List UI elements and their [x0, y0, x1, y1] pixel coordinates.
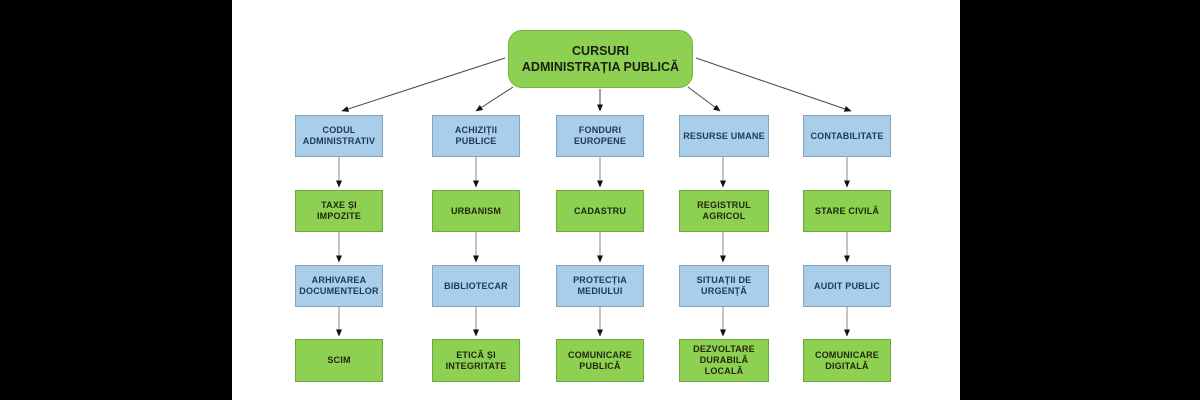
node-situatii-de-urgenta: SITUAȚII DE URGENȚĂ — [679, 265, 769, 307]
node-urbanism: URBANISM — [432, 190, 520, 232]
edge-root-col4 — [687, 86, 721, 112]
node-comunicare-digitala: COMUNICARE DIGITALĂ — [803, 339, 891, 382]
node-comunicare-publica: COMUNICARE PUBLICĂ — [556, 339, 644, 382]
edge-root-col1 — [341, 57, 506, 112]
node-contabilitate: CONTABILITATE — [803, 115, 891, 157]
node-cursuri-administratia-publica: CURSURI ADMINISTRAȚIA PUBLICĂ — [508, 30, 693, 88]
node-stare-civila: STARE CIVILĂ — [803, 190, 891, 232]
node-codul-administrativ: CODUL ADMINISTRATIV — [295, 115, 383, 157]
node-registrul-agricol: REGISTRUL AGRICOL — [679, 190, 769, 232]
root-title-line1: CURSURI — [572, 44, 629, 58]
node-protectia-mediului: PROTECȚIA MEDIULUI — [556, 265, 644, 307]
node-resurse-umane: RESURSE UMANE — [679, 115, 769, 157]
node-bibliotecar: BIBLIOTECAR — [432, 265, 520, 307]
connector-arrows — [336, 57, 852, 337]
node-achizitii-publice: ACHIZIȚII PUBLICE — [432, 115, 520, 157]
diagram-canvas: CURSURI ADMINISTRAȚIA PUBLICĂ CODUL ADMI… — [232, 0, 960, 400]
node-scim: SCIM — [295, 339, 383, 382]
node-cadastru: CADASTRU — [556, 190, 644, 232]
node-arhivarea-documentelor: ARHIVAREA DOCUMENTELOR — [295, 265, 383, 307]
node-dezvoltare-durabila-locala: DEZVOLTARE DURABILĂ LOCALĂ — [679, 339, 769, 382]
edge-root-col5 — [695, 57, 852, 112]
node-audit-public: AUDIT PUBLIC — [803, 265, 891, 307]
root-title-line2: ADMINISTRAȚIA PUBLICĂ — [521, 60, 680, 74]
node-etica-si-integritate: ETICĂ ȘI INTEGRITATE — [432, 339, 520, 382]
edge-root-col2 — [475, 86, 514, 112]
node-fonduri-europene: FONDURI EUROPENE — [556, 115, 644, 157]
node-taxe-si-impozite: TAXE ȘI IMPOZITE — [295, 190, 383, 232]
